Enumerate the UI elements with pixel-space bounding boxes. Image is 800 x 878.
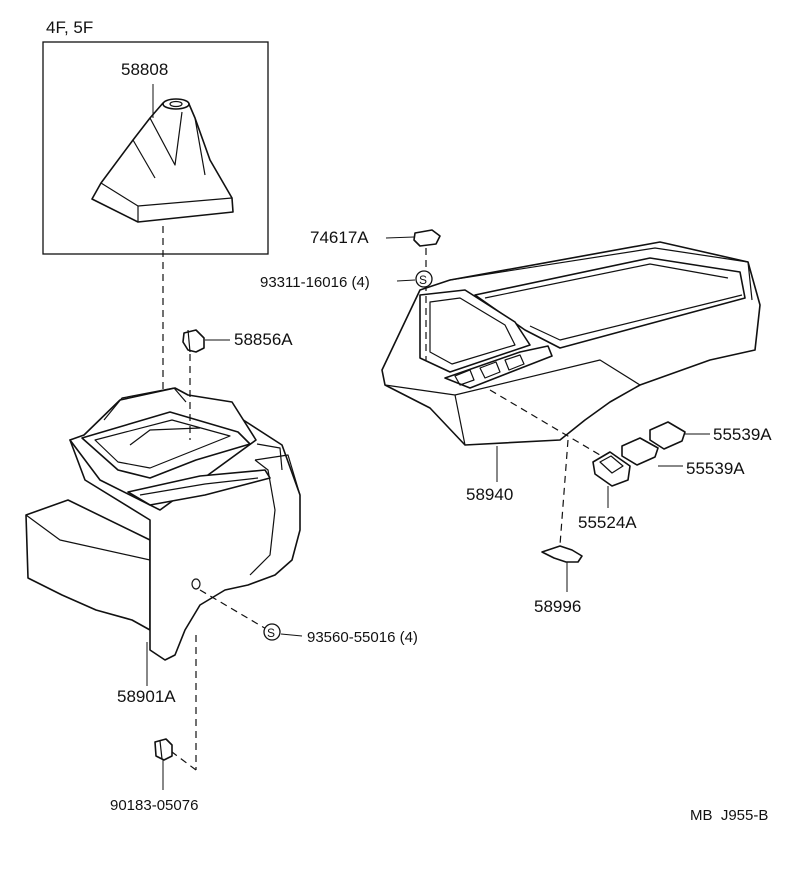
screw-front-symbol: S <box>267 626 275 640</box>
inset-frame <box>42 41 269 255</box>
bracket-clip-drawing <box>182 329 205 353</box>
footer-code: MB J955-B <box>690 807 768 824</box>
dash-panel-switch <box>489 389 601 456</box>
leader-93560 <box>280 633 303 637</box>
label-55539A-2: 55539A <box>686 459 745 478</box>
clip-top-drawing <box>413 229 441 247</box>
label-93311-16016: 93311-16016 (4) <box>260 274 370 291</box>
dash-bolt-2 <box>171 751 197 771</box>
bolt-drawing <box>154 738 173 761</box>
retainer-drawing <box>541 545 583 563</box>
switch-cover-2-drawing <box>621 437 659 466</box>
dash-screw-front <box>199 589 269 631</box>
switch-base-drawing <box>592 451 631 487</box>
leader-93311 <box>396 279 416 282</box>
inset-variant-label: 4F, 5F <box>46 18 93 37</box>
upper-console-drawing <box>381 241 761 446</box>
lower-console-drawing <box>25 387 301 661</box>
label-58901A: 58901A <box>117 687 176 706</box>
label-93560-55016: 93560-55016 (4) <box>307 629 418 646</box>
label-55539A-1: 55539A <box>713 425 772 444</box>
label-58856A: 58856A <box>234 330 293 349</box>
screw-top-icon <box>415 270 433 288</box>
label-74617A: 74617A <box>310 228 369 247</box>
label-58808: 58808 <box>121 60 168 79</box>
screw-front-icon <box>263 623 281 641</box>
dash-retainer <box>559 439 569 546</box>
leader-74617A <box>385 236 415 239</box>
label-58940: 58940 <box>466 485 513 504</box>
label-58996: 58996 <box>534 597 581 616</box>
shift-boot-drawing <box>91 98 234 223</box>
label-55524A: 55524A <box>578 513 637 532</box>
label-90183-05076: 90183-05076 <box>110 797 198 814</box>
switch-cover-1-drawing <box>649 421 686 450</box>
screw-top-symbol: S <box>419 273 427 287</box>
